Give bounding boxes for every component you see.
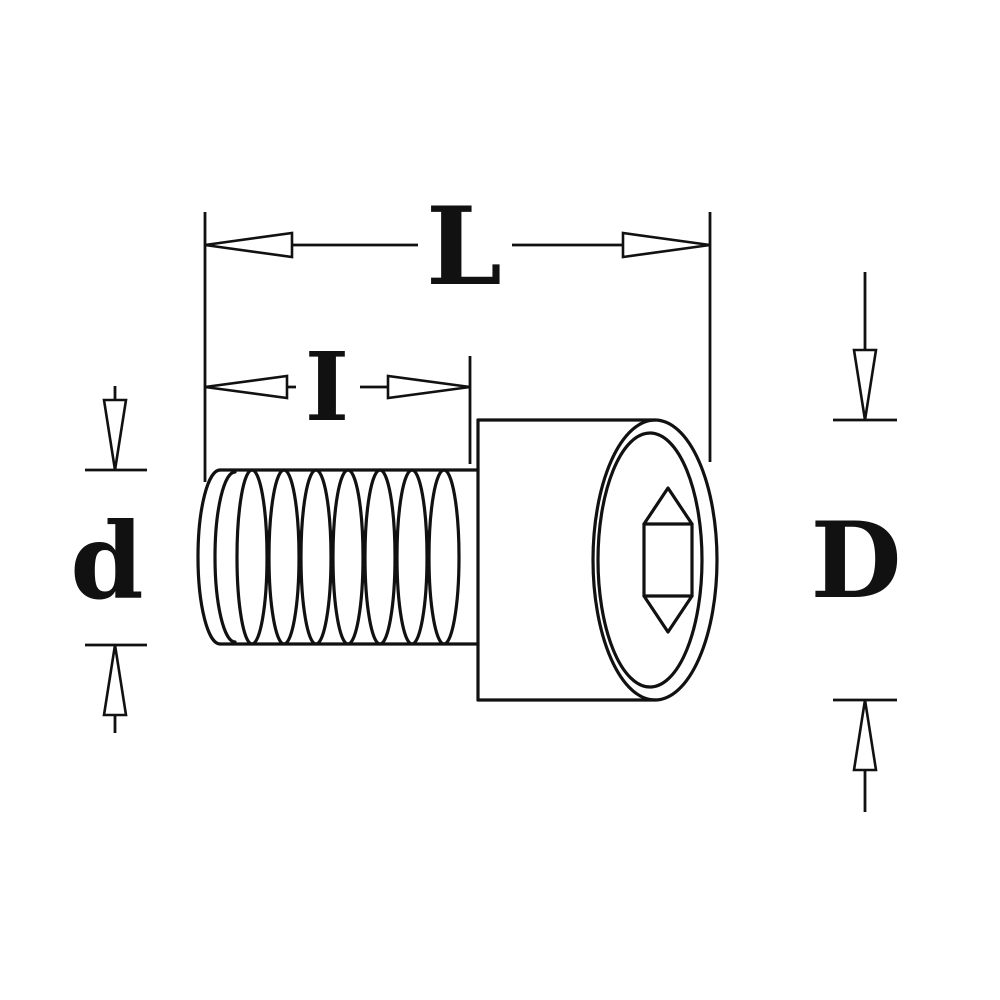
- label-head-diameter: D: [810, 498, 901, 622]
- hex-socket: [642, 486, 694, 634]
- thread-crest: [363, 468, 397, 646]
- arrowhead-left-icon: [204, 374, 289, 400]
- shaft-tip-outer-arc: [196, 468, 222, 646]
- arrowhead-up-icon: [102, 644, 128, 717]
- thread-crest: [267, 468, 301, 646]
- dimension-thread-length: I: [204, 332, 472, 464]
- dimension-head-diameter: D: [810, 272, 902, 812]
- thread-crest: [395, 468, 429, 646]
- arrowhead-down-icon: [852, 348, 878, 421]
- screw-head: [476, 418, 719, 702]
- screw-shaft: [196, 468, 480, 646]
- thread-crest: [235, 468, 269, 646]
- arrowhead-up-icon: [852, 699, 878, 772]
- head-face-inner-rim: [596, 431, 704, 689]
- arrowhead-right-icon: [386, 374, 471, 400]
- dimension-thread-diameter: d: [70, 386, 147, 733]
- arrowhead-right-icon: [621, 231, 711, 259]
- arrowhead-down-icon: [102, 398, 128, 471]
- head-face-outer-rim: [591, 418, 719, 702]
- label-thread-diameter: d: [70, 499, 143, 623]
- dimension-overall-length: L: [203, 184, 712, 482]
- arrowhead-left-icon: [204, 231, 294, 259]
- shaft-tip-inner-arc: [213, 470, 237, 644]
- thread-crest: [299, 468, 333, 646]
- screw-drawing: [196, 418, 719, 702]
- label-thread-length: I: [305, 332, 349, 443]
- hex-socket-outline: [642, 486, 694, 634]
- label-overall-length: L: [426, 184, 502, 310]
- thread-crest: [427, 468, 461, 646]
- thread-crest: [331, 468, 365, 646]
